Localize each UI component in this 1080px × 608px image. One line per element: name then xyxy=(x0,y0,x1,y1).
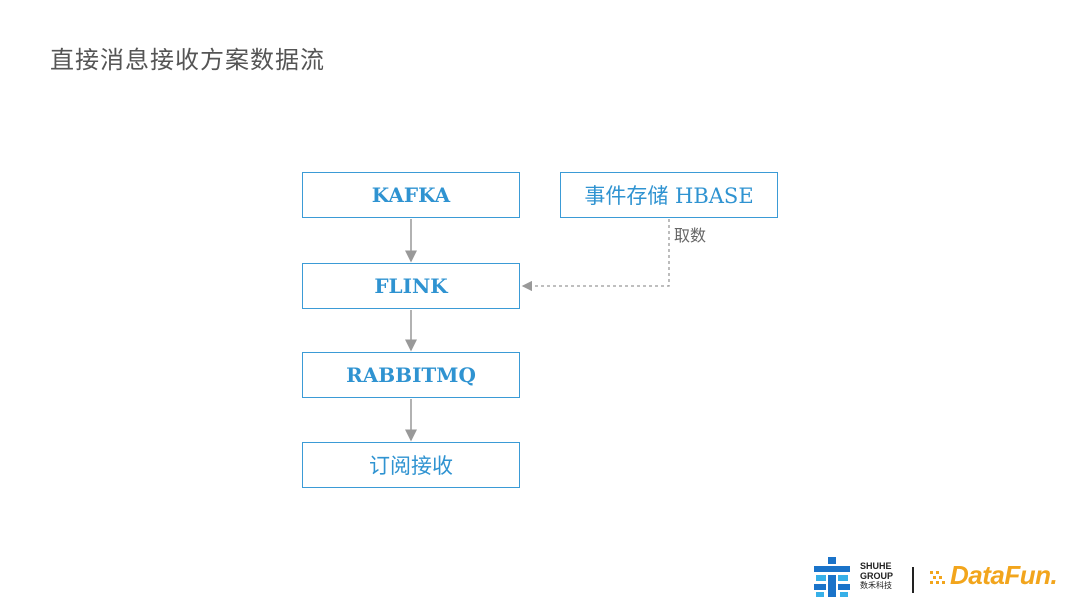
shuhe-cn: 数禾科技 xyxy=(860,581,892,590)
datafun-dots-icon xyxy=(930,571,945,584)
node-hbase: 事件存储 HBASE xyxy=(560,172,778,218)
shuhe-logo-icon xyxy=(814,557,850,597)
page-title: 直接消息接收方案数据流 xyxy=(50,46,325,74)
shuhe-line2: GROUP xyxy=(860,571,894,581)
node-subscribe: 订阅接收 xyxy=(302,442,520,488)
dashed-arrow-hbase-to-flink xyxy=(521,219,670,292)
datafun-logo-text: DataFun. xyxy=(950,560,1058,590)
edge-label-fetch: 取数 xyxy=(674,226,707,245)
shuhe-logo-text: SHUHE GROUP 数禾科技 xyxy=(860,561,893,591)
footer-logos: SHUHE GROUP 数禾科技 DataFun. xyxy=(810,555,1065,600)
node-rabbitmq: RABBITMQ xyxy=(302,352,520,398)
logo-divider xyxy=(912,567,914,593)
node-flink: FLINK xyxy=(302,263,520,309)
shuhe-line1: SHUHE xyxy=(860,561,892,571)
node-kafka: KAFKA xyxy=(302,172,520,218)
